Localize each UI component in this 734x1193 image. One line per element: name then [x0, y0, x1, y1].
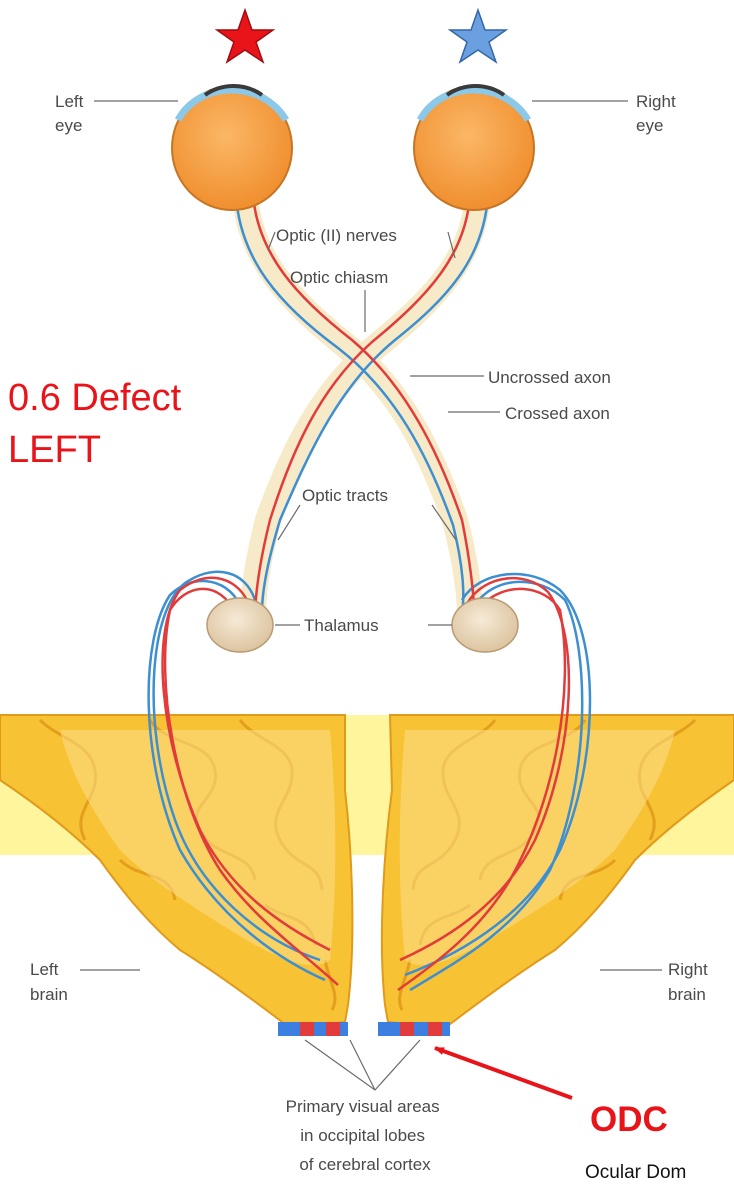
odc-arrow — [435, 1048, 572, 1098]
uncrossed-axon-label: Uncrossed axon — [488, 368, 611, 387]
odc-label: ODC — [590, 1100, 668, 1140]
left-thalamus — [207, 598, 273, 652]
right-eye — [414, 86, 534, 210]
defect-line-1: 0.6 Defect — [8, 377, 181, 419]
crossed-axon-label: Crossed axon — [505, 404, 610, 423]
left-eye-label: Left eye — [55, 92, 88, 135]
leader-lines — [80, 101, 662, 1090]
odc-caption: Ocular Dom — [585, 1162, 686, 1184]
right-odc-stripes — [378, 1022, 450, 1036]
right-brain-label: Right brain — [668, 960, 712, 1004]
left-optic-pathway — [245, 195, 470, 615]
left-odc-stripes — [278, 1022, 348, 1036]
optic-nerves-label: Optic (II) nerves — [276, 226, 397, 245]
left-brain-label: Left brain — [30, 960, 68, 1004]
optic-chiasm-label: Optic chiasm — [290, 268, 388, 287]
thalamus-label: Thalamus — [304, 616, 379, 635]
right-optic-pathway — [253, 195, 478, 615]
primary-visual-areas-label: Primary visual areas in occipital lobes … — [286, 1097, 445, 1174]
optic-tracts-label: Optic tracts — [302, 486, 388, 505]
defect-line-2: LEFT — [8, 429, 101, 471]
right-eye-label: Right eye — [636, 92, 680, 135]
red-star-icon — [217, 10, 273, 62]
blue-star-icon — [450, 10, 506, 62]
left-eye — [172, 86, 292, 210]
right-thalamus — [452, 598, 518, 652]
